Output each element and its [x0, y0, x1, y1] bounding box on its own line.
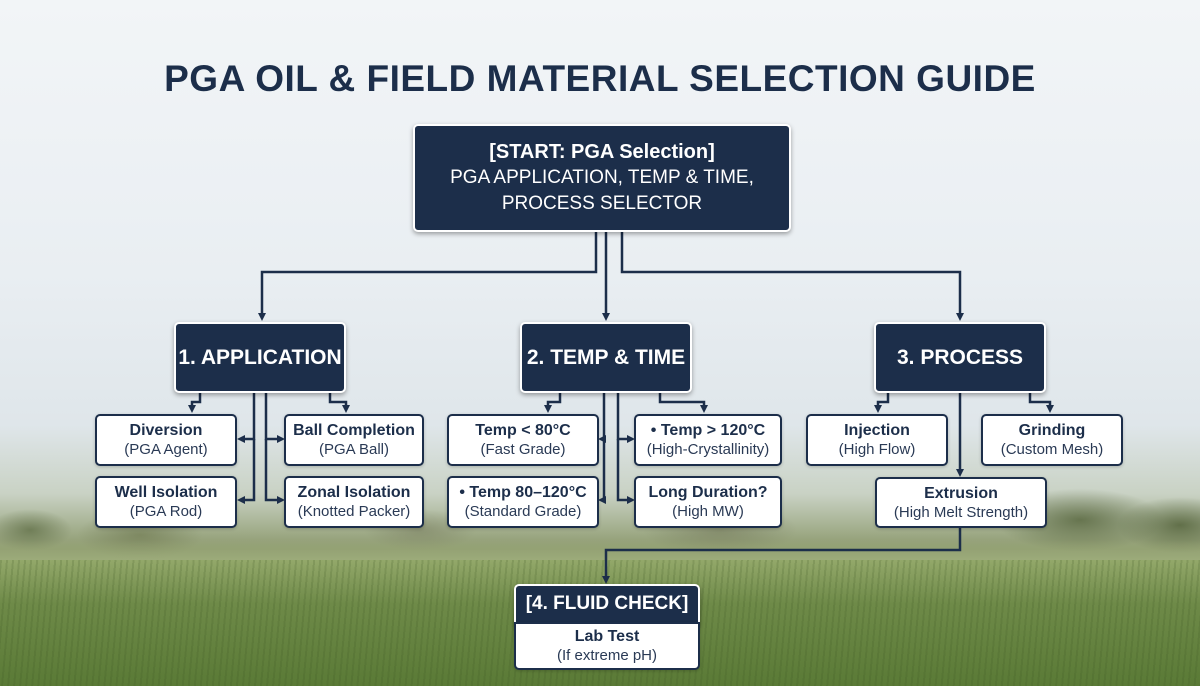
- option-injection-sub: (High Flow): [838, 441, 916, 458]
- fluid-check-node: [4. FLUID CHECK] Lab Test (If extreme pH…: [514, 584, 700, 670]
- category-process-label: 3. PROCESS: [896, 345, 1024, 369]
- option-grinding-title: Grinding: [1018, 422, 1086, 439]
- option-diversion-sub: (PGA Agent): [124, 441, 208, 458]
- option-well-isolation: Well Isolation (PGA Rod): [95, 476, 237, 528]
- connector-start-application: [258, 232, 598, 321]
- page-title: PGA OIL & FIELD MATERIAL SELECTION GUIDE: [164, 58, 1036, 99]
- option-long-duration: Long Duration? (High MW): [634, 476, 782, 528]
- connector-temp-low: [544, 393, 562, 413]
- option-temp-high-sub: (High-Crystallinity): [646, 441, 770, 458]
- connector-extrusion-fluid: [602, 528, 962, 584]
- category-temp-time: 2. TEMP & TIME: [520, 322, 692, 393]
- option-temp-low: Temp < 80°C (Fast Grade): [447, 414, 599, 466]
- category-application: 1. APPLICATION: [174, 322, 346, 393]
- connector-app-ball-side: [264, 393, 285, 443]
- option-extrusion-title: Extrusion: [924, 484, 998, 502]
- start-line-1: PGA APPLICATION, TEMP & TIME,: [450, 167, 754, 188]
- fluid-check-sub: (If extreme pH): [556, 647, 658, 664]
- option-temp-high: • Temp > 120°C (High-Crystallinity): [634, 414, 782, 466]
- option-temp-mid: • Temp 80–120°C (Standard Grade): [447, 476, 599, 528]
- option-zonal-isolation: Zonal Isolation (Knotted Packer): [284, 476, 424, 528]
- option-temp-mid-title: • Temp 80–120°C: [459, 484, 587, 501]
- option-injection: Injection (High Flow): [806, 414, 948, 466]
- option-diversion: Diversion (PGA Agent): [95, 414, 237, 466]
- category-process: 3. PROCESS: [874, 322, 1046, 393]
- option-temp-mid-sub: (Standard Grade): [464, 503, 582, 520]
- option-long-duration-sub: (High MW): [672, 503, 744, 520]
- connector-process-grinding: [1028, 393, 1054, 413]
- start-line-2: PROCESS SELECTOR: [501, 193, 703, 214]
- option-temp-low-title: Temp < 80°C: [475, 422, 571, 439]
- connector-app-zonal: [264, 439, 285, 504]
- connector-start-process: [620, 232, 964, 321]
- connector-temp-long: [616, 439, 635, 504]
- start-node: [START: PGA Selection] PGA APPLICATION, …: [413, 124, 791, 232]
- option-well-isolation-sub: (PGA Rod): [129, 503, 203, 520]
- option-extrusion: Extrusion (High Melt Strength): [875, 477, 1047, 528]
- fluid-check-body: Lab Test (If extreme pH): [514, 622, 700, 670]
- option-ball-completion-sub: (PGA Ball): [318, 441, 390, 458]
- option-long-duration-title: Long Duration?: [648, 484, 768, 501]
- option-ball-completion-title: Ball Completion: [293, 422, 415, 439]
- connector-temp-high-side: [616, 393, 635, 443]
- option-ball-completion: Ball Completion (PGA Ball): [284, 414, 424, 466]
- category-temp-time-label: 2. TEMP & TIME: [526, 345, 686, 369]
- fluid-check-title: Lab Test: [574, 628, 640, 645]
- category-application-label: 1. APPLICATION: [178, 345, 342, 369]
- start-heading: [START: PGA Selection]: [489, 141, 715, 163]
- connector-app-well: [237, 393, 256, 443]
- option-extrusion-sub: (High Melt Strength): [893, 503, 1029, 521]
- connector-temp-high: [658, 393, 708, 413]
- option-grinding: Grinding (Custom Mesh): [981, 414, 1123, 466]
- option-well-isolation-title: Well Isolation: [114, 484, 218, 501]
- option-zonal-isolation-sub: (Knotted Packer): [297, 503, 411, 520]
- connector-temp-low-side: [598, 393, 606, 443]
- option-grinding-sub: (Custom Mesh): [1000, 441, 1104, 458]
- option-zonal-isolation-title: Zonal Isolation: [297, 484, 411, 501]
- option-temp-low-sub: (Fast Grade): [480, 441, 566, 458]
- connector-app-well-iso: [237, 439, 256, 504]
- option-injection-title: Injection: [844, 422, 910, 439]
- fluid-check-header: [4. FLUID CHECK]: [514, 584, 700, 624]
- option-diversion-title: Diversion: [129, 422, 203, 439]
- connector-process-injection: [874, 393, 890, 413]
- connector-temp-mid: [598, 439, 606, 504]
- connector-app-ball: [328, 393, 350, 413]
- option-temp-high-title: • Temp > 120°C: [650, 422, 766, 439]
- connector-app-diversion: [188, 393, 202, 413]
- fluid-check-heading: [4. FLUID CHECK]: [525, 593, 689, 614]
